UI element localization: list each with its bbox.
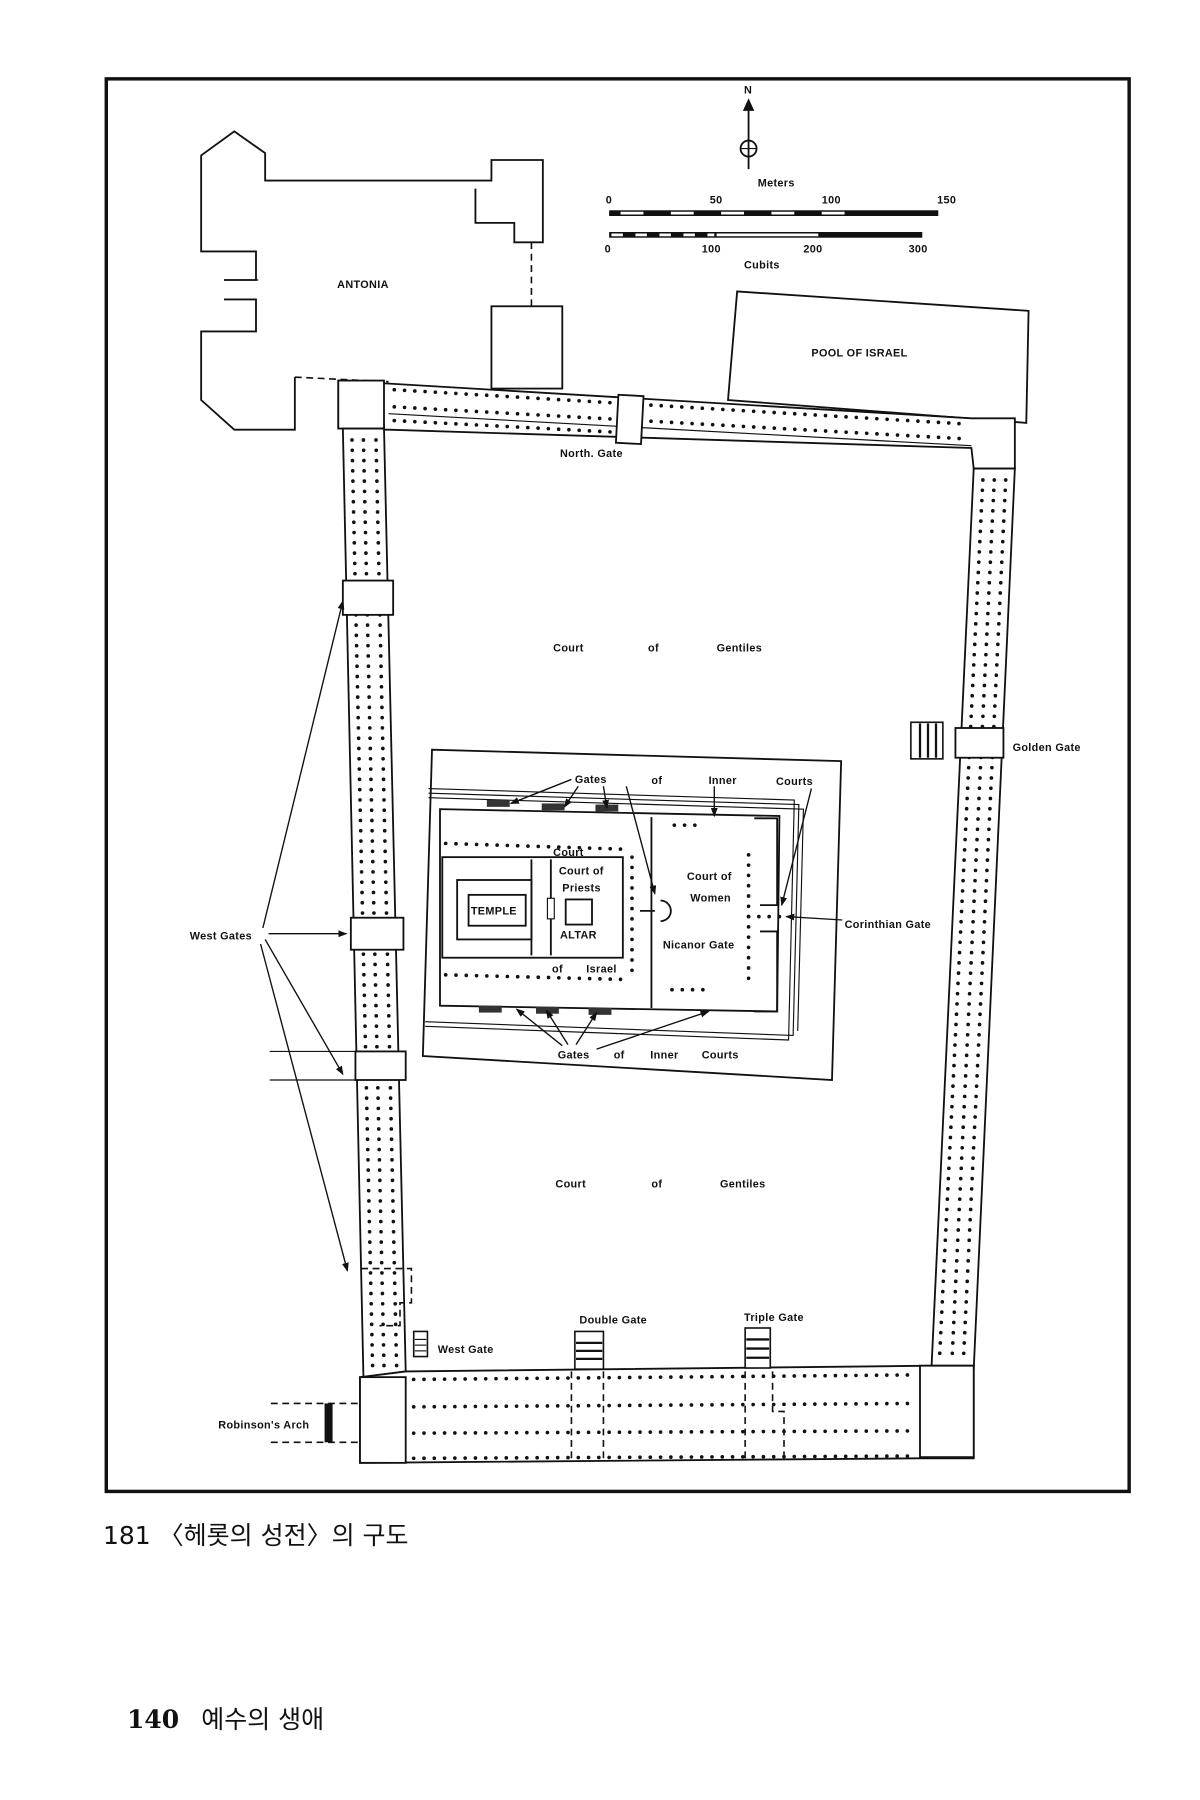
page-number: 140 bbox=[127, 1705, 180, 1734]
meters-tick: 0 bbox=[606, 194, 612, 206]
court-of-gentiles-bottom: Court of Gentiles bbox=[555, 1178, 765, 1190]
label-word: Court bbox=[553, 642, 584, 654]
inner-gates-bottom-word: of bbox=[614, 1049, 625, 1061]
corinthian-gate-label: Corinthian Gate bbox=[845, 919, 931, 931]
cubits-tick: 0 bbox=[605, 244, 611, 256]
cubits-label: Cubits bbox=[744, 260, 780, 272]
cubits-tick: 300 bbox=[909, 244, 928, 256]
north-gate-label: North. Gate bbox=[560, 448, 623, 460]
triple-gate-label: Triple Gate bbox=[744, 1312, 804, 1324]
west-gate-2 bbox=[349, 916, 405, 951]
north-gate bbox=[614, 393, 645, 446]
west-portico bbox=[269, 427, 429, 1379]
court-label: Court bbox=[553, 847, 584, 859]
inner-gates-top-word: Gates bbox=[575, 774, 607, 786]
antonia-label: ANTONIA bbox=[337, 279, 389, 291]
robinsons-arch-label: Robinson's Arch bbox=[218, 1420, 309, 1432]
nicanor-gate-label: Nicanor Gate bbox=[663, 940, 735, 952]
west-gate-stairs bbox=[412, 1330, 429, 1358]
pool-label: POOL OF ISRAEL bbox=[811, 348, 907, 360]
inner-gates-top-word: of bbox=[651, 775, 662, 787]
figure-frame bbox=[104, 77, 1131, 1494]
north-compass-icon: N bbox=[739, 85, 758, 170]
west-gate-label: West Gate bbox=[438, 1344, 494, 1356]
west-gates-callout: West Gates bbox=[190, 600, 349, 1272]
court-of-women-label: Court of bbox=[687, 871, 732, 883]
of-israel-label: Israel bbox=[586, 964, 616, 976]
meters-tick: 100 bbox=[822, 194, 841, 206]
meters-label: Meters bbox=[758, 177, 795, 189]
meters-tick: 50 bbox=[710, 194, 723, 206]
inner-gates-bottom-word: Gates bbox=[558, 1049, 590, 1061]
of-israel-label: of bbox=[552, 964, 563, 976]
cubits-tick: 200 bbox=[803, 244, 822, 256]
inner-gates-top-word: Courts bbox=[776, 776, 813, 788]
west-gate-3 bbox=[354, 1050, 407, 1081]
west-gates-label: West Gates bbox=[190, 930, 252, 942]
scale-bar: Meters 0 50 100 150 0 100 200 300 Cubits bbox=[605, 177, 956, 272]
label-word: of bbox=[648, 642, 659, 654]
inner-gates-top-word: Inner bbox=[709, 775, 738, 787]
court-of-gentiles-top: Court of Gentiles bbox=[553, 642, 762, 654]
east-portico: Golden Gate bbox=[910, 467, 1081, 1371]
double-gate-label: Double Gate bbox=[579, 1314, 647, 1326]
temple-label: TEMPLE bbox=[471, 905, 517, 917]
court-of-priests-label: Court of bbox=[559, 865, 604, 877]
pool-of-israel: POOL OF ISRAEL bbox=[727, 290, 1030, 424]
running-title: 예수의 생애 bbox=[201, 1705, 325, 1734]
inner-gates-bottom-word: Inner bbox=[650, 1049, 679, 1061]
inner-gates-bottom-word: Courts bbox=[702, 1049, 739, 1061]
label-word: Gentiles bbox=[717, 642, 763, 654]
north-portico: North. Gate bbox=[337, 379, 1016, 470]
label-word: Gentiles bbox=[720, 1178, 766, 1190]
robinsons-arch bbox=[324, 1403, 333, 1443]
golden-gate bbox=[954, 727, 1005, 759]
golden-gate-label: Golden Gate bbox=[1013, 742, 1081, 754]
triple-gate bbox=[744, 1327, 772, 1369]
inner-courts: TEMPLE ALTAR Court Court of Priests of I… bbox=[421, 748, 931, 1081]
figure-caption: 181 〈헤롯의 성전〉의 구도 bbox=[103, 1521, 409, 1550]
altar-label: ALTAR bbox=[560, 929, 597, 941]
meters-tick: 150 bbox=[937, 194, 956, 206]
page-footer: 140 예수의 생애 bbox=[127, 1700, 346, 1736]
west-gate-1 bbox=[341, 579, 395, 616]
double-gate bbox=[574, 1330, 605, 1370]
court-of-priests-label: Priests bbox=[562, 882, 601, 894]
north-label: N bbox=[744, 85, 752, 97]
court-of-women-label: Women bbox=[690, 893, 731, 905]
south-portico: Robinson's Arch Double Gate Triple Gate … bbox=[218, 1312, 975, 1464]
label-word: Court bbox=[555, 1178, 586, 1190]
cubits-tick: 100 bbox=[702, 244, 721, 256]
label-word: of bbox=[651, 1178, 662, 1190]
antonia-fortress: ANTONIA bbox=[200, 130, 564, 431]
